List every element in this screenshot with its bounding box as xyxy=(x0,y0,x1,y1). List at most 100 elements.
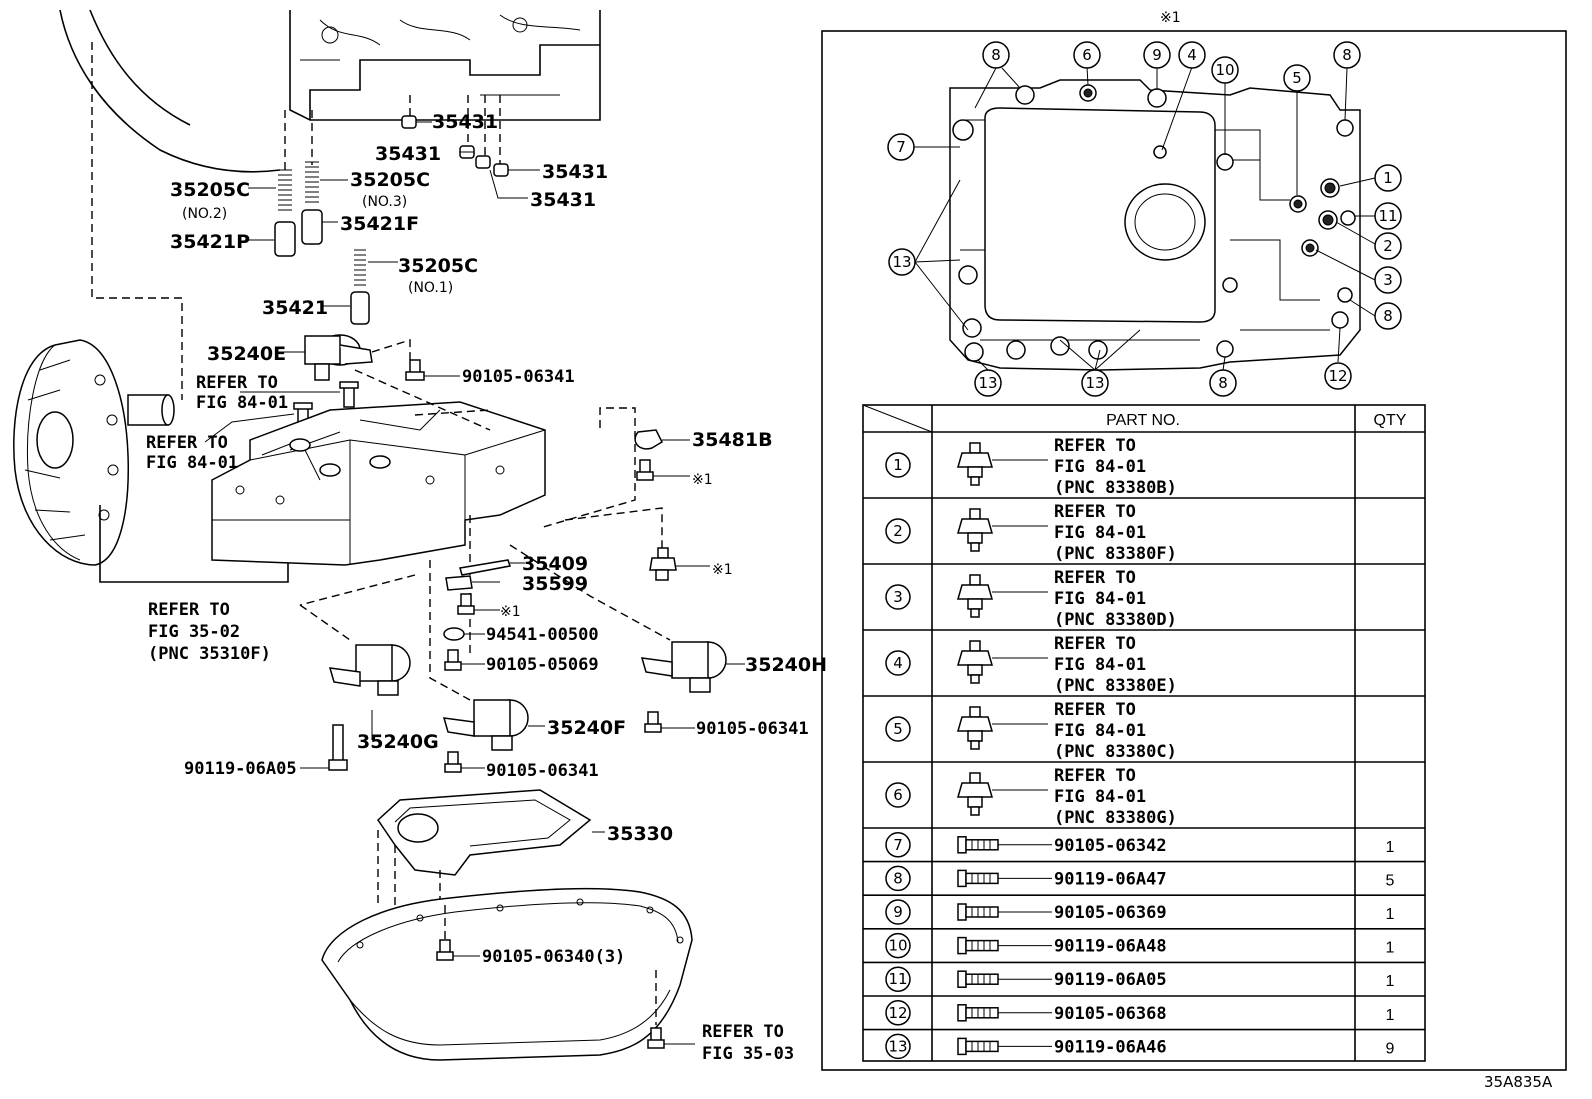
sensor-icon xyxy=(957,574,1048,618)
bolt-icon xyxy=(957,903,1052,921)
callout-1: 1 xyxy=(1374,164,1402,192)
callout-8b: 8 xyxy=(1333,41,1361,69)
diagram-code: 35A835A xyxy=(1484,1073,1553,1091)
label-35431-b: 35431 xyxy=(375,143,441,165)
row-part-no: 90119-06A46 xyxy=(1054,1037,1167,1057)
label-90119-06a05: 90119-06A05 xyxy=(184,759,297,779)
header-part-no: PART NO. xyxy=(1106,412,1180,429)
row-number-circle xyxy=(885,966,911,992)
label-35240f: 35240F xyxy=(547,717,626,739)
row-qty: 9 xyxy=(1386,1040,1395,1057)
label-35240g: 35240G xyxy=(357,731,439,753)
label-90105-06341-c: 90105-06341 xyxy=(486,761,599,781)
row-qty: 1 xyxy=(1386,906,1395,923)
row-number: 8 xyxy=(893,869,903,887)
row-qty: 1 xyxy=(1386,940,1395,957)
svg-text:13: 13 xyxy=(1085,374,1104,392)
callout-11: 11 xyxy=(1374,202,1402,230)
callout-6: 6 xyxy=(1073,41,1101,69)
row-qty: 5 xyxy=(1386,872,1395,889)
svg-text:6: 6 xyxy=(1082,46,1092,64)
row-number-circle xyxy=(885,518,911,544)
svg-text:5: 5 xyxy=(1292,69,1302,87)
row-number: 2 xyxy=(893,522,903,540)
svg-text:8: 8 xyxy=(991,46,1001,64)
svg-text:13: 13 xyxy=(978,374,997,392)
svg-text:10: 10 xyxy=(1215,61,1234,79)
bolt-icon xyxy=(957,869,1052,888)
pan-bolts xyxy=(436,905,695,1049)
label-no1: (NO.1) xyxy=(408,280,453,296)
label-35330: 35330 xyxy=(607,823,673,845)
label-star1-a: ※1 xyxy=(692,472,713,488)
label-90105-05069: 90105-05069 xyxy=(486,655,599,675)
label-35481b: 35481B xyxy=(692,429,773,451)
callout-8c: 8 xyxy=(1374,302,1402,330)
row-ref-line1: REFER TO xyxy=(1054,766,1136,786)
row-ref-line3: (PNC 83380D) xyxy=(1054,610,1177,630)
label-35421f: 35421F xyxy=(340,213,419,235)
svg-text:8: 8 xyxy=(1218,374,1228,392)
sensor-icon xyxy=(957,706,1048,750)
row-ref-line1: REFER TO xyxy=(1054,436,1136,456)
row-ref-line2: FIG 84-01 xyxy=(1054,589,1146,609)
svg-text:12: 12 xyxy=(1328,367,1347,385)
sensor-icon xyxy=(957,640,1048,684)
row-number: 3 xyxy=(893,588,903,606)
svg-text:8: 8 xyxy=(1383,307,1393,325)
callout-8d: 8 xyxy=(1209,369,1237,397)
label-90105-06340: 90105-06340(3) xyxy=(482,947,625,967)
row-number: 12 xyxy=(888,1004,907,1022)
row-number-circle xyxy=(885,865,911,892)
solenoid-35240g xyxy=(328,644,411,740)
svg-text:1: 1 xyxy=(1383,169,1393,187)
label-fig-35-02: FIG 35-02 xyxy=(148,622,240,642)
label-35409: 35409 xyxy=(522,553,588,575)
row-number: 4 xyxy=(893,654,903,672)
label-35421p: 35421P xyxy=(170,231,250,253)
row-number: 11 xyxy=(888,970,907,988)
callout-8: 8 xyxy=(982,41,1010,69)
label-refer-to-d: REFER TO xyxy=(702,1022,784,1042)
oil-strainer xyxy=(377,789,605,876)
label-pnc-35310f: (PNC 35310F) xyxy=(148,644,271,664)
plates xyxy=(443,559,525,671)
row-number-circle xyxy=(885,650,911,676)
sensor-icon xyxy=(957,508,1048,552)
label-35205c-no1: 35205C xyxy=(398,255,478,277)
bracket-35481b xyxy=(634,429,690,481)
label-35240h: 35240H xyxy=(745,654,827,676)
label-35431-d: 35431 xyxy=(530,189,596,211)
valve-body-top-view xyxy=(949,79,1361,371)
bolt-small xyxy=(405,359,460,381)
row-number: 5 xyxy=(893,720,903,738)
row-ref-line1: REFER TO xyxy=(1054,568,1136,588)
label-94541-00500: 94541-00500 xyxy=(486,625,599,645)
row-number: 1 xyxy=(893,456,903,474)
row-number: 7 xyxy=(893,836,903,854)
row-number-circle xyxy=(885,1000,911,1026)
label-refer-to-a: REFER TO xyxy=(196,373,278,393)
label-35205c-no2: 35205C xyxy=(170,179,250,201)
row-number-circle xyxy=(885,584,911,610)
label-no3: (NO.3) xyxy=(362,194,407,210)
row-ref-line3: (PNC 83380E) xyxy=(1054,676,1177,696)
callout-13: 13 xyxy=(888,248,916,276)
callout-12: 12 xyxy=(1324,362,1352,390)
label-35421: 35421 xyxy=(262,297,328,319)
row-number-circle xyxy=(885,452,911,478)
callout-2: 2 xyxy=(1374,232,1402,260)
inset-title: ※1 xyxy=(1160,10,1181,26)
sensor-star xyxy=(649,547,710,581)
svg-text:13: 13 xyxy=(892,253,911,271)
row-number-circle xyxy=(885,716,911,742)
label-fig-84-01-a: FIG 84-01 xyxy=(196,393,288,413)
row-number: 6 xyxy=(893,786,903,804)
